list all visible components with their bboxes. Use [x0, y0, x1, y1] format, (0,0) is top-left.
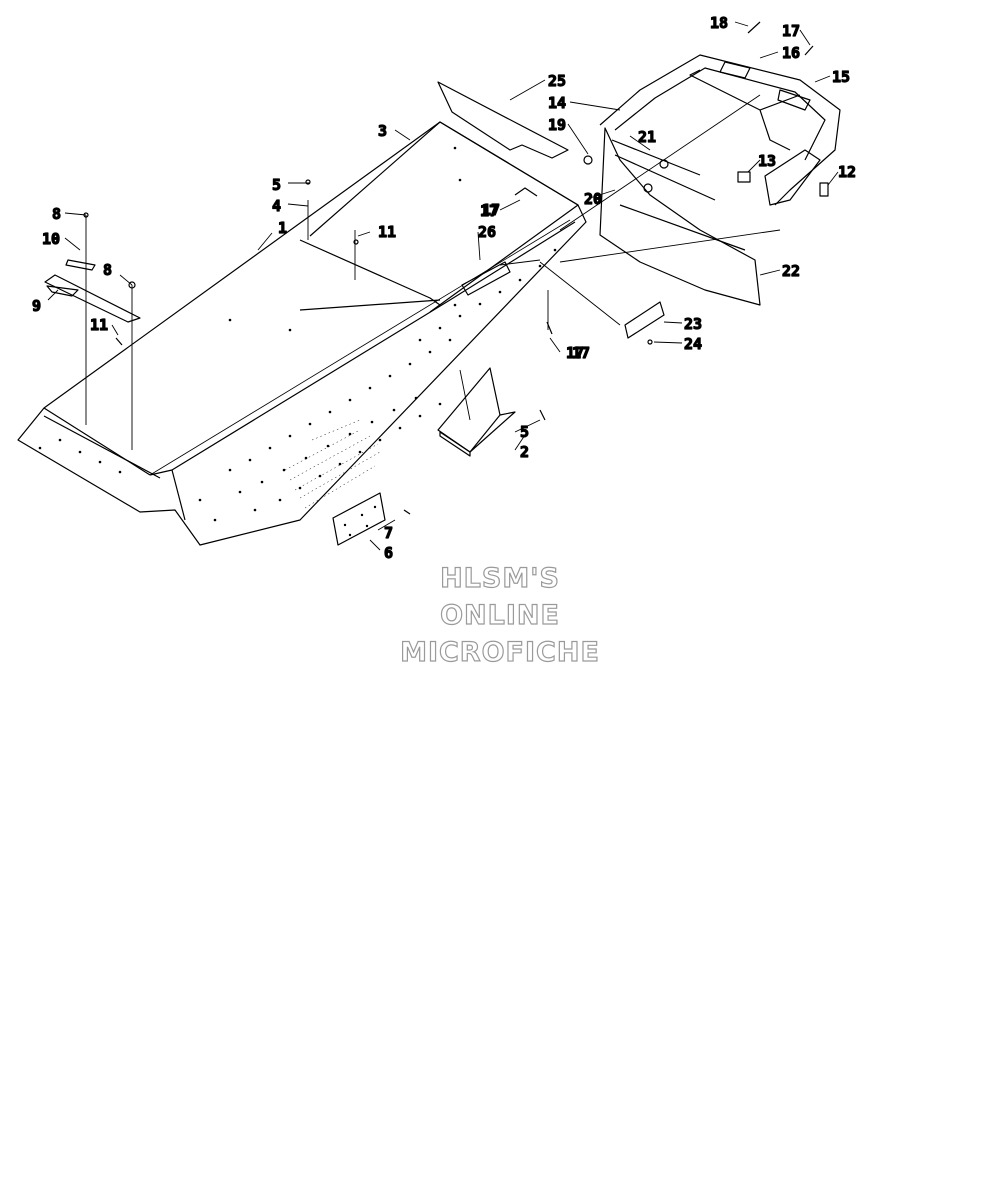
callout-label: 3 — [378, 122, 387, 140]
callout-label: 25 — [548, 72, 566, 90]
callout-labels: 1 2 3 4 5 5 6 7 8 8 9 10 11 11 12 13 14 … — [31, 13, 856, 562]
heat-exchanger-pattern — [284, 419, 381, 509]
callout-label: 5 — [272, 176, 281, 194]
spacer-block-part — [624, 301, 665, 339]
callout-label: 14 — [548, 94, 566, 112]
callout-label: 17 — [566, 344, 584, 362]
callout-label: 26 — [478, 223, 496, 241]
watermark-line-3: MICROFICHE — [399, 636, 600, 668]
callout-label: 4 — [272, 197, 281, 215]
callout-label: 21 — [638, 128, 656, 146]
tunnel-crease-line — [149, 219, 571, 476]
callout-label: 2 — [520, 443, 529, 461]
callout-label: 15 — [832, 68, 850, 86]
callout-label: 17 — [480, 202, 498, 220]
alignment-lines — [85, 94, 781, 450]
mounting-rail-part — [461, 261, 511, 296]
snow-flap-part — [437, 81, 569, 159]
callout-label: 1 — [278, 219, 287, 237]
hardware-items — [83, 21, 829, 515]
callout-label: 24 — [684, 335, 702, 353]
rear-tunnel-panel-part — [309, 121, 579, 313]
callout-label: 11 — [90, 316, 108, 334]
callout-label: 19 — [548, 116, 566, 134]
callout-label: 11 — [378, 223, 396, 241]
reinforcement-plate-part — [332, 492, 386, 546]
watermark-line-2: ONLINE — [439, 599, 560, 631]
side-bracket-part — [437, 367, 516, 457]
callout-label: 9 — [32, 297, 41, 315]
callout-label: 7 — [384, 524, 393, 542]
tunnel-panel-part — [17, 121, 587, 546]
callout-label: 16 — [782, 44, 800, 62]
rear-bumper-assembly-part — [599, 54, 841, 306]
callout-label: 20 — [584, 190, 602, 208]
callout-label: 10 — [42, 230, 60, 248]
callout-label: 23 — [684, 315, 702, 333]
callout-label: 17 — [572, 344, 590, 362]
callout-label: 12 — [838, 163, 856, 181]
callout-label: 17 — [482, 201, 500, 219]
watermark-line-1: HLSM'S — [439, 562, 560, 594]
callout-label: 8 — [52, 205, 61, 223]
callout-leaders — [47, 21, 839, 551]
callout-label: 17 — [782, 22, 800, 40]
callout-label: 5 — [520, 423, 529, 441]
callout-label: 8 — [103, 261, 112, 279]
rear-bumper-bracket-part — [44, 259, 141, 323]
rivet-pattern — [38, 146, 557, 522]
callout-label: 6 — [384, 544, 393, 562]
callout-label: 22 — [782, 262, 800, 280]
callout-label: 18 — [710, 14, 728, 32]
callout-label: 13 — [758, 152, 776, 170]
